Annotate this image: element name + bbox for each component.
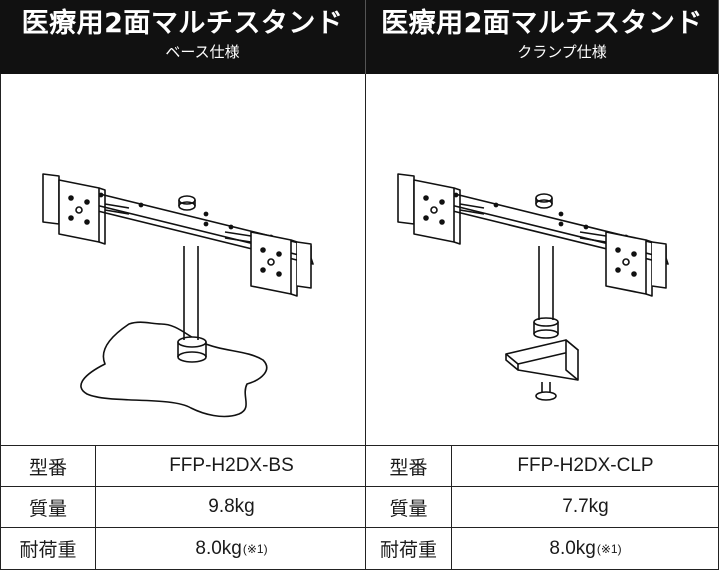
footnote-marker: (※1): [596, 541, 622, 556]
dual-monitor-stand-clamp-illustration: [397, 173, 669, 401]
spec-value-model: FFP-H2DX-CLP: [517, 455, 654, 476]
spec-label-load: 耐荷重: [366, 528, 452, 569]
spec-label-weight: 質量: [1, 487, 96, 527]
spec-label-model: 型番: [1, 446, 96, 486]
spec-value-load: 8.0kg(※1): [452, 528, 719, 569]
spec-value-weight: 7.7kg: [562, 496, 609, 517]
spec-row-load-base: 耐荷重 8.0kg(※1): [0, 528, 366, 570]
spec-label-model: 型番: [366, 446, 452, 486]
header-clamp-stand: 医療用2面マルチスタンド クランプ仕様: [366, 0, 719, 74]
spec-label-load: 耐荷重: [1, 528, 96, 569]
product-title-clamp: 医療用2面マルチスタンド: [381, 8, 703, 39]
product-subtitle-clamp: クランプ仕様: [517, 43, 607, 61]
footnote-marker: (※1): [242, 541, 268, 556]
spec-label-weight: 質量: [366, 487, 452, 527]
spec-row-weight-clamp: 質量 7.7kg: [366, 487, 719, 528]
spec-value-model: FFP-H2DX-BS: [169, 455, 294, 476]
product-subtitle-base: ベース仕様: [165, 43, 240, 61]
dual-monitor-stand-base-illustration: [42, 173, 314, 418]
load-value-text: 8.0kg: [195, 537, 242, 559]
load-value-text: 8.0kg: [549, 537, 596, 559]
product-title-base: 医療用2面マルチスタンド: [21, 8, 344, 39]
spec-row-model-base: 型番 FFP-H2DX-BS: [0, 446, 366, 487]
spec-row-weight-base: 質量 9.8kg: [0, 487, 366, 528]
spec-row-load-clamp: 耐荷重 8.0kg(※1): [366, 528, 719, 570]
spec-value-weight: 9.8kg: [208, 496, 255, 517]
spec-value-load: 8.0kg(※1): [96, 528, 367, 569]
image-cell-clamp: [366, 74, 719, 446]
image-cell-base: [0, 74, 366, 446]
spec-row-model-clamp: 型番 FFP-H2DX-CLP: [366, 446, 719, 487]
header-base-stand: 医療用2面マルチスタンド ベース仕様: [0, 0, 366, 74]
